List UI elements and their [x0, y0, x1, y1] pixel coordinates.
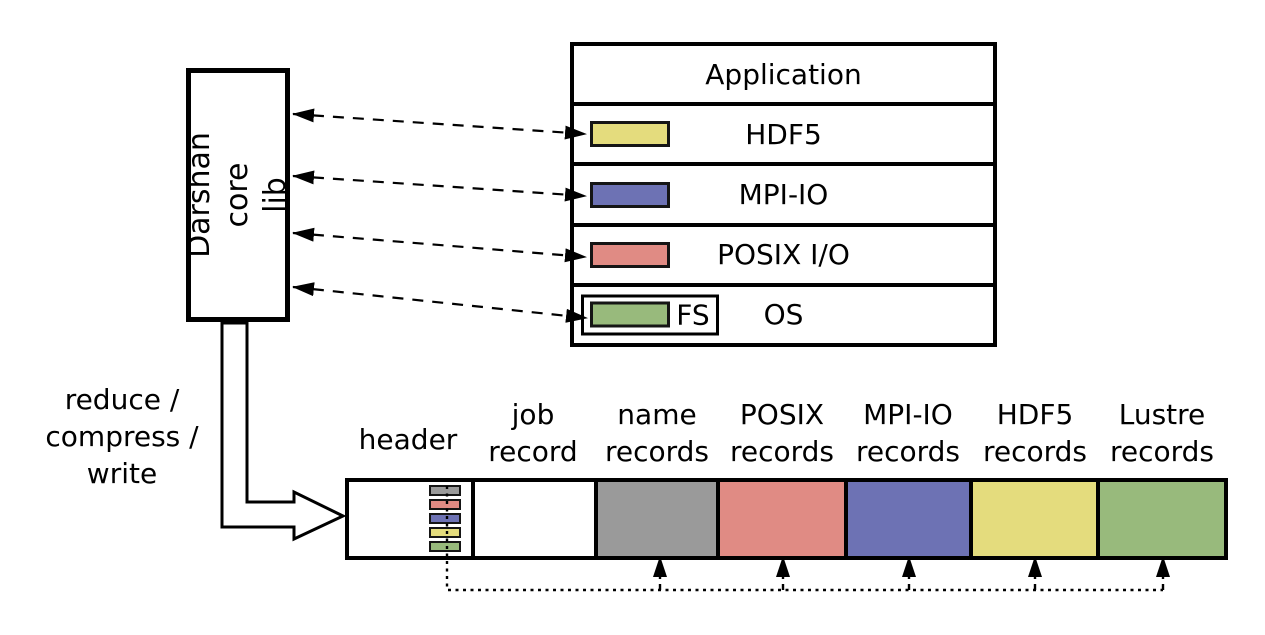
arrow-mpiio-to-core	[292, 170, 587, 202]
instrumentation-arrows	[292, 108, 588, 323]
arrow-fs-to-core	[292, 282, 588, 323]
darshan-core-lib-label: Darshan core lib	[182, 132, 294, 258]
log-file-bar	[345, 478, 1228, 560]
label-line: job	[511, 398, 555, 431]
label-line: records	[604, 435, 710, 468]
posix-records-segment	[716, 482, 844, 556]
posix-label: POSIX I/O	[717, 238, 850, 272]
stack-row-application: Application	[574, 46, 993, 102]
mini-swatch-gray	[429, 485, 461, 496]
fs-color-swatch	[590, 301, 670, 328]
mini-swatch-red	[429, 499, 461, 510]
label-line: record	[488, 435, 578, 468]
name-records-segment	[593, 482, 717, 556]
posix-color-swatch	[590, 241, 670, 268]
label-line: MPI-IO	[863, 398, 953, 431]
stack-row-posix: POSIX I/O	[574, 222, 993, 283]
label-line: records	[1109, 435, 1215, 468]
label-line: records	[982, 435, 1088, 468]
hdf5-records-segment	[969, 482, 1096, 556]
note-line: compress /	[45, 420, 199, 453]
header-segment	[349, 482, 472, 556]
darshan-core-lib-box: Darshan core lib	[182, 68, 293, 322]
label-line: name	[617, 398, 697, 431]
lustre-records-segment	[1095, 482, 1224, 556]
arrow-posix-to-core	[292, 227, 587, 263]
stack-row-os: OS FS	[574, 282, 993, 343]
fs-label: FS	[676, 298, 710, 332]
posix-records-segment-label: POSIX records	[692, 396, 872, 470]
os-label: OS	[763, 298, 804, 332]
label-line: Lustre	[1118, 398, 1206, 431]
reduce-compress-write-note: reduce / compress / write	[0, 381, 244, 492]
job-record-segment-label: job record	[443, 396, 623, 470]
application-stack: Application HDF5 MPI-IO POSIX I/O OS FS	[570, 42, 997, 347]
label-line: records	[855, 435, 961, 468]
hdf5-label: HDF5	[745, 117, 822, 151]
mpiio-color-swatch	[590, 181, 670, 208]
label-line: header	[358, 423, 458, 456]
arrow-hdf5-to-core	[292, 108, 587, 140]
note-line: write	[86, 457, 158, 490]
record-pointer-arrows	[658, 576, 1165, 590]
mpiio-label: MPI-IO	[738, 178, 829, 211]
note-line: reduce /	[64, 383, 180, 416]
application-label: Application	[705, 57, 862, 91]
stack-row-mpiio: MPI-IO	[574, 162, 993, 222]
label-line: HDF5	[996, 398, 1074, 431]
stack-row-hdf5: HDF5	[574, 102, 993, 162]
hdf5-color-swatch	[590, 121, 670, 148]
lustre-records-segment-label: Lustre records	[1072, 396, 1252, 470]
header-mini-swatches	[429, 485, 461, 552]
mini-swatch-blue	[429, 513, 461, 524]
name-records-segment-label: name records	[567, 396, 747, 470]
mpiio-records-segment	[843, 482, 970, 556]
hdf5-records-segment-label: HDF5 records	[945, 396, 1125, 470]
mini-swatch-green	[429, 541, 461, 552]
fs-inner-box: FS	[581, 294, 719, 336]
header-segment-label: header	[318, 421, 498, 458]
mpiio-records-segment-label: MPI-IO records	[818, 396, 998, 470]
label-line: POSIX	[739, 398, 825, 431]
mini-swatch-yellow	[429, 527, 461, 538]
label-line: records	[729, 435, 835, 468]
job-record-segment	[471, 482, 594, 556]
